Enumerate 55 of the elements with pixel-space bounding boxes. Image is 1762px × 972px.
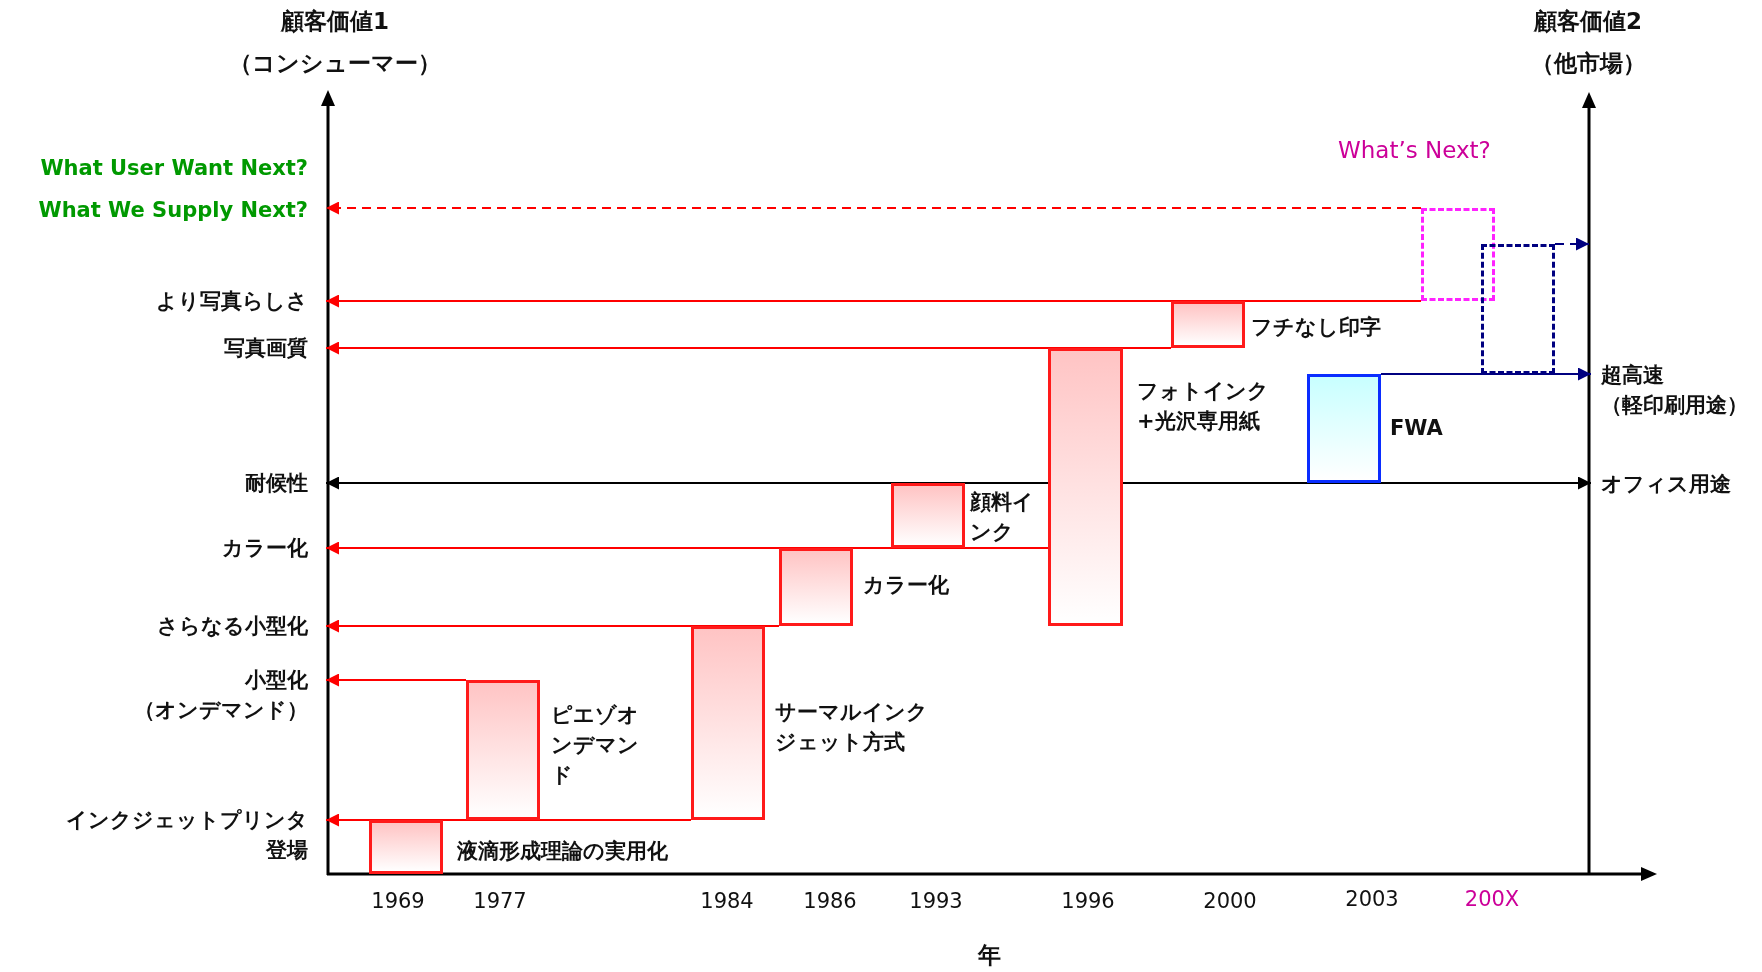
box-caption: サーマルインクジェット方式 <box>775 699 929 756</box>
arrow <box>325 673 467 687</box>
milestone-box <box>779 548 853 626</box>
market-label: オフィス用途 <box>1591 469 1762 499</box>
year-label: 1984 <box>700 888 754 915</box>
arrow <box>1122 476 1592 490</box>
year-label: 2000 <box>1203 888 1257 915</box>
box-caption: フチなし印字 <box>1251 314 1382 341</box>
future-box <box>1481 244 1555 374</box>
arrow <box>325 341 1172 355</box>
value-label: カラー化 <box>0 533 326 563</box>
axis-title: 顧客価値1 <box>281 7 389 36</box>
value-label: さらなる小型化 <box>0 611 326 641</box>
axis-title: （他市場） <box>1530 49 1646 78</box>
year-label: 2003 <box>1345 886 1399 913</box>
value-label: より写真らしさ <box>0 286 326 316</box>
value-label: インクジェットプリンタ登場 <box>56 805 326 865</box>
box-caption: 顔料インク <box>970 489 1035 546</box>
milestone-box <box>466 680 540 820</box>
value-label: 写真画質 <box>0 333 326 363</box>
milestone-box <box>891 483 965 548</box>
question-label: What We Supply Next? <box>0 195 326 225</box>
arrow <box>325 619 780 633</box>
value-label: 小型化（オンデマンド） <box>121 665 326 725</box>
arrow <box>1554 237 1590 251</box>
question-label: What User Want Next? <box>0 153 326 183</box>
arrow <box>325 476 1049 490</box>
year-label: 200X <box>1464 886 1520 913</box>
market-label: 超高速（軽印刷用途） <box>1591 360 1762 420</box>
arrow <box>325 201 1422 215</box>
milestone-box <box>1171 301 1245 348</box>
arrow <box>1380 367 1592 381</box>
milestone-box <box>1307 374 1381 483</box>
milestone-box <box>369 820 443 874</box>
arrow <box>325 813 692 827</box>
value-label: 耐候性 <box>0 468 326 498</box>
axis-title: 年 <box>977 941 1001 970</box>
box-caption: フォトインク+光沢専用紙 <box>1137 378 1270 435</box>
year-label: 1977 <box>473 888 527 915</box>
box-caption: カラー化 <box>863 572 950 599</box>
milestone-box <box>1048 348 1123 626</box>
axis-title: （コンシューマー） <box>229 49 441 78</box>
year-label: 1986 <box>803 888 857 915</box>
axis-title: 顧客価値2 <box>1534 7 1642 36</box>
box-caption: 液滴形成理論の実用化 <box>457 838 669 865</box>
year-label: 1993 <box>909 888 963 915</box>
arrow <box>325 541 1049 555</box>
milestone-box <box>691 626 765 820</box>
box-caption: ピエゾオンデマンド <box>551 702 640 789</box>
box-caption: FWA <box>1390 415 1444 442</box>
box-caption: What’s Next? <box>1338 136 1492 165</box>
arrow <box>325 294 1422 308</box>
future-box <box>1421 208 1495 301</box>
year-label: 1996 <box>1061 888 1115 915</box>
year-label: 1969 <box>371 888 425 915</box>
